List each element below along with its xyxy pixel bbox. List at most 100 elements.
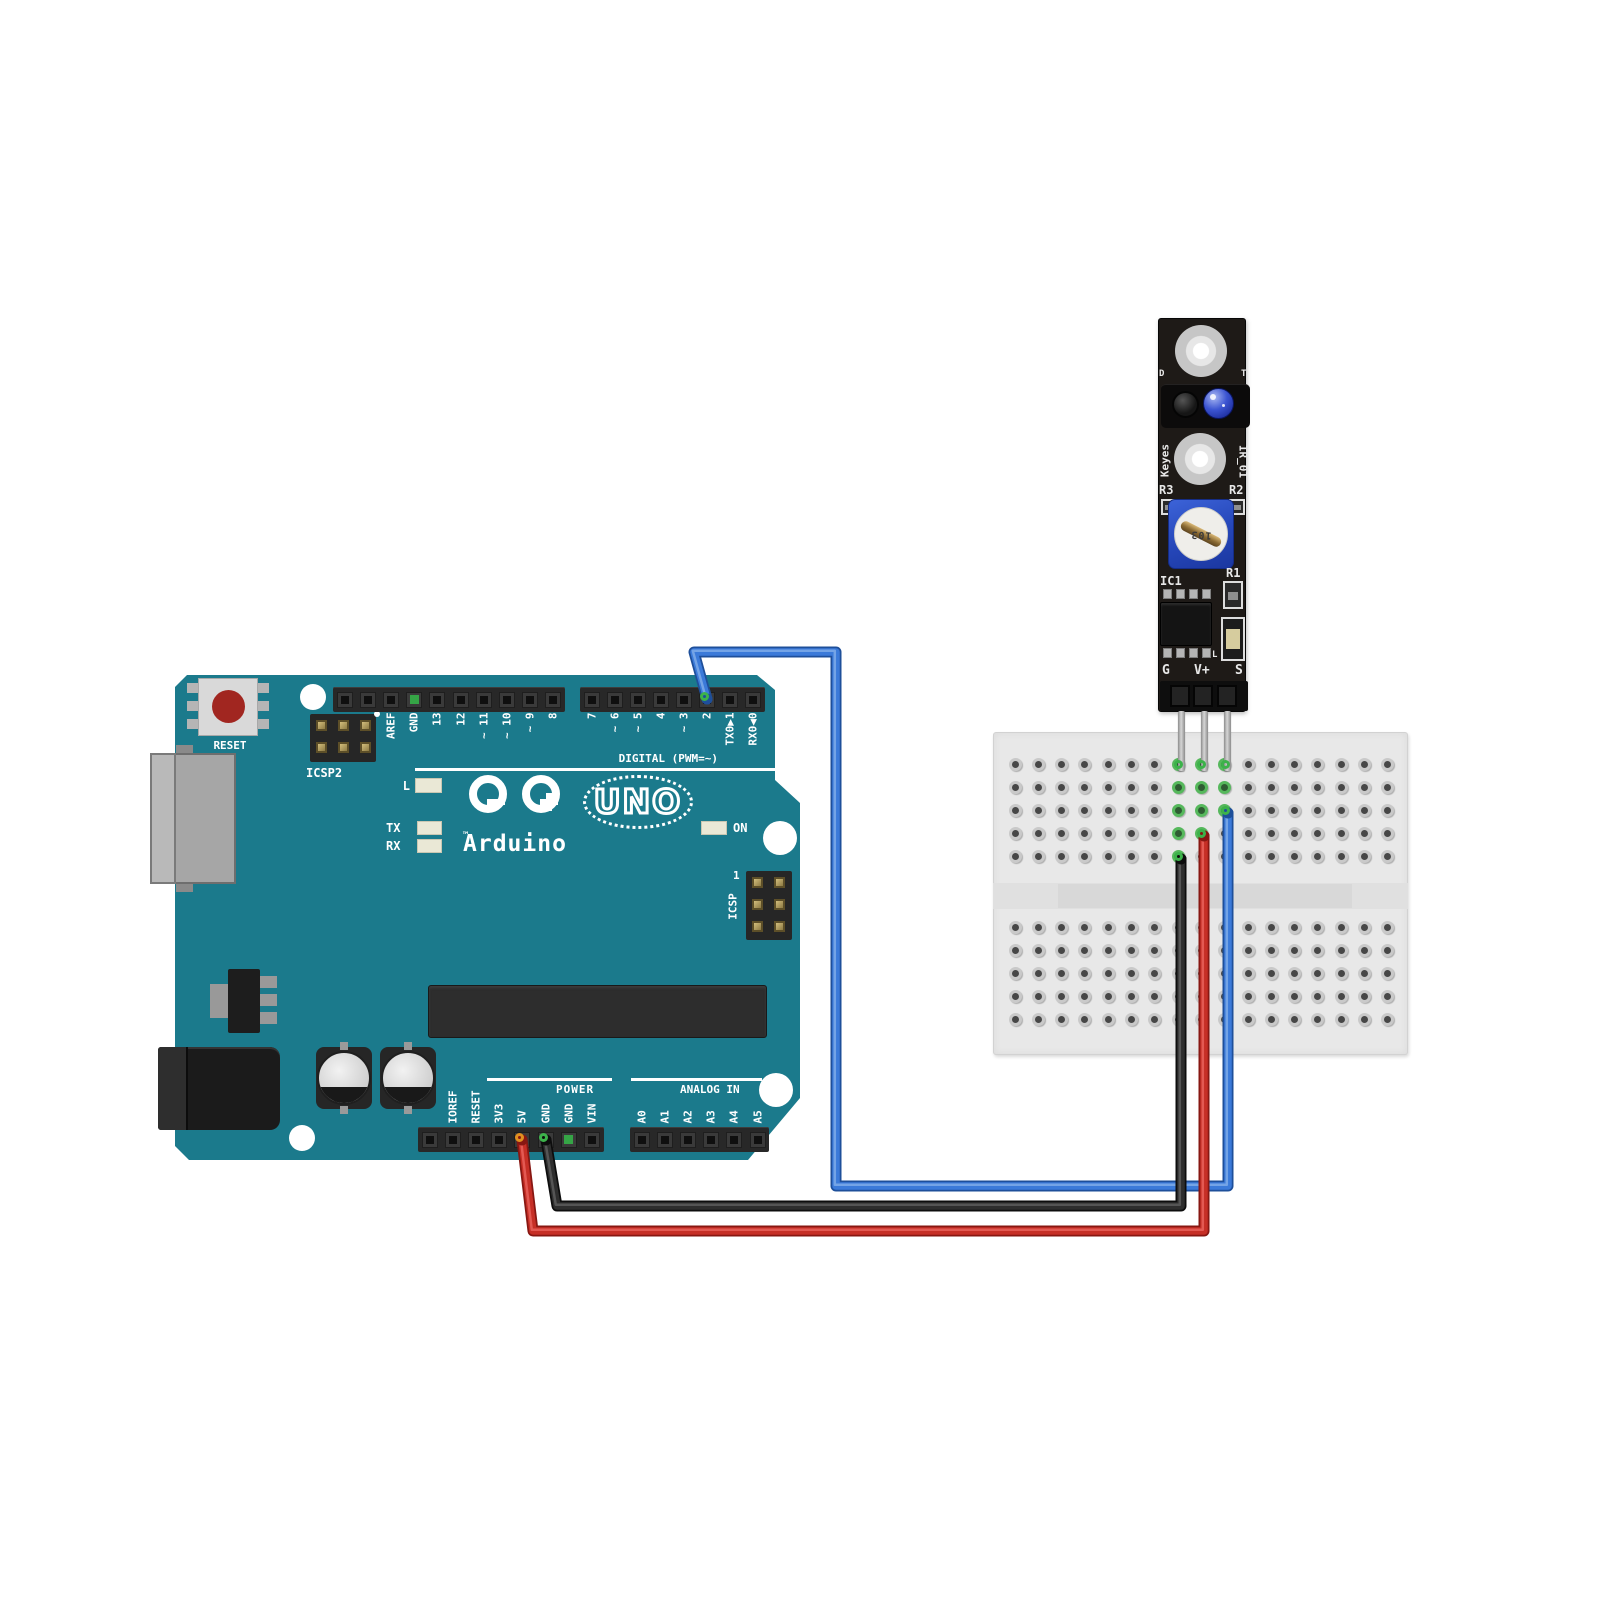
breadboard-hole — [1148, 1012, 1162, 1026]
capacitor-lead — [340, 1042, 348, 1050]
header-pin — [452, 691, 469, 708]
mounting-hole — [763, 821, 797, 855]
breadboard-hole — [1311, 966, 1325, 980]
breadboard-hole — [1288, 780, 1302, 794]
breadboard-hole — [1055, 920, 1069, 934]
icsp-pin — [752, 899, 763, 910]
connection-ring — [1173, 759, 1183, 769]
sensor-header-pin — [1170, 685, 1190, 707]
breadboard-hole — [1078, 943, 1092, 957]
breadboard-hole — [1101, 1012, 1115, 1026]
breadboard-hole — [1288, 943, 1302, 957]
reset-button — [198, 678, 258, 736]
ic-pad — [1163, 648, 1172, 658]
led-on — [701, 821, 727, 835]
sensor-header-pin — [1217, 685, 1237, 707]
breadboard-hole — [1241, 826, 1255, 840]
icsp-pin — [774, 899, 785, 910]
breadboard-hole — [1031, 1012, 1045, 1026]
breadboard-hole — [1334, 826, 1348, 840]
breadboard-hole — [1055, 1012, 1069, 1026]
icsp-pin — [774, 877, 785, 888]
breadboard-hole — [1101, 849, 1115, 863]
icsp2-pin — [360, 720, 371, 731]
ir-led-specular — [1210, 394, 1216, 400]
breadboard-hole — [1334, 966, 1348, 980]
breadboard-hole — [1125, 966, 1138, 980]
header-pin — [633, 1131, 650, 1148]
breadboard-hole — [1125, 920, 1138, 934]
breadboard-hole — [1031, 780, 1045, 794]
breadboard-hole — [1101, 966, 1115, 980]
ic-pad — [1189, 648, 1198, 658]
breadboard-hole — [1078, 780, 1092, 794]
breadboard-hole — [1264, 757, 1278, 771]
breadboard-hole — [1358, 989, 1371, 1003]
connection-ring — [1173, 851, 1183, 861]
breadboard-hole — [1381, 920, 1395, 934]
capacitor — [381, 1051, 435, 1105]
breadboard-hole — [1358, 849, 1371, 863]
breadboard-hole — [1148, 966, 1162, 980]
breadboard-hole — [1241, 757, 1255, 771]
breadboard-hole — [1311, 920, 1325, 934]
breadboard-hole — [1125, 849, 1138, 863]
breadboard-hole-connected — [1171, 803, 1185, 817]
header-pin — [656, 1131, 673, 1148]
breadboard-hole — [1125, 757, 1138, 771]
icsp-pin — [752, 877, 763, 888]
resistor-r1 — [1223, 581, 1243, 609]
led-tx-label: TX — [386, 821, 401, 835]
breadboard-hole — [1078, 989, 1092, 1003]
icsp2-pin — [316, 720, 327, 731]
breadboard-hole — [1055, 849, 1069, 863]
header-pin — [545, 691, 562, 708]
breadboard-hole — [1078, 849, 1092, 863]
power-caption: POWER — [556, 1083, 595, 1096]
breadboard-hole — [1148, 920, 1162, 934]
pin-highlight-green — [409, 695, 419, 704]
breadboard-hole — [1381, 757, 1395, 771]
led-rx-label: RX — [386, 839, 401, 853]
ir-led-specular — [1222, 404, 1225, 407]
breadboard-hole — [1381, 966, 1395, 980]
breadboard-hole — [1288, 1012, 1302, 1026]
breadboard-hole — [1008, 849, 1022, 863]
atmega-ic — [428, 985, 767, 1038]
regulator-tab — [210, 984, 229, 1018]
breadboard-hole — [1008, 757, 1022, 771]
reset-button-tab — [258, 701, 269, 711]
breadboard-hole — [1148, 989, 1162, 1003]
reset-button-tab — [187, 719, 198, 729]
capacitor-lead — [404, 1106, 412, 1114]
breadboard-hole — [1334, 1012, 1348, 1026]
led-tx — [417, 821, 442, 835]
connection-ring — [514, 1132, 524, 1142]
breadboard-hole — [1008, 920, 1022, 934]
breadboard-hole — [1311, 826, 1325, 840]
breadboard-hole — [1241, 780, 1255, 794]
breadboard-hole — [1334, 780, 1348, 794]
breadboard-hole-connected — [1218, 780, 1232, 794]
breadboard-hole — [1381, 989, 1395, 1003]
pin-highlight-green — [564, 1135, 574, 1144]
pin-header-analog — [630, 1127, 770, 1152]
ic-pad — [1202, 589, 1211, 599]
header-pin — [749, 1131, 766, 1148]
ic-pad — [1176, 589, 1185, 599]
capacitor-lead — [404, 1042, 412, 1050]
ic-pad — [1189, 589, 1198, 599]
sensor-pin-g-label: G — [1162, 663, 1170, 678]
mounting-hole — [300, 684, 326, 710]
breadboard-hole — [1381, 1012, 1395, 1026]
connection-ring — [1196, 828, 1206, 838]
breadboard-hole — [1381, 826, 1395, 840]
led-rx — [417, 839, 442, 853]
breadboard-hole — [1241, 989, 1255, 1003]
header-pin — [429, 691, 446, 708]
breadboard-hole — [1288, 757, 1302, 771]
breadboard-hole — [1101, 943, 1115, 957]
breadboard-hole — [1101, 920, 1115, 934]
mounting-hole — [289, 1125, 315, 1151]
breadboard-hole — [1078, 920, 1092, 934]
